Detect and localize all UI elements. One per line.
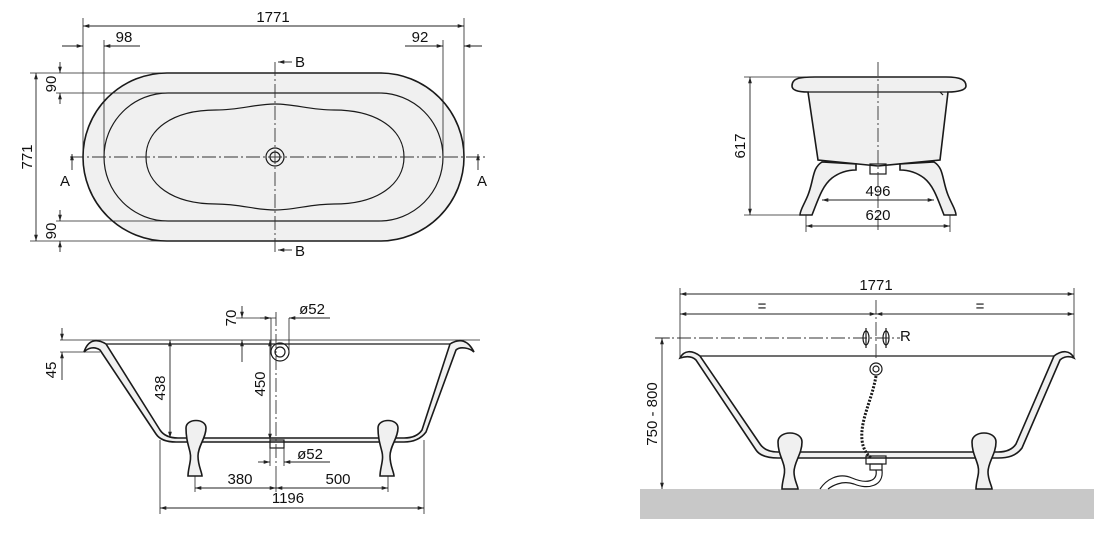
install-left-foot — [777, 432, 803, 490]
side-left-foot — [185, 419, 207, 477]
install-length-label: 1771 — [859, 277, 892, 294]
drain-outer — [265, 147, 285, 167]
install-tub-body — [678, 350, 1076, 459]
top-length-label: 1771 — [256, 9, 289, 26]
end-left-foot — [799, 161, 857, 216]
section-b-bottom: B — [295, 243, 305, 260]
end-height-label: 617 — [732, 133, 749, 158]
side-overflow-inner — [274, 346, 286, 358]
install-hose — [860, 375, 878, 460]
overflow-diameter-label: ø52 — [299, 301, 325, 318]
overflow-offset-label: 70 — [223, 310, 240, 327]
top-view: 1771 98 92 771 90 90 A A B B — [19, 9, 488, 260]
side-tub-body — [83, 339, 475, 443]
end-tub-body — [791, 76, 967, 167]
install-view: R 1771 = = 750 - 800 — [640, 277, 1094, 519]
install-trap — [819, 469, 877, 490]
inner-depth-label: 438 — [152, 375, 169, 400]
side-right-foot — [377, 419, 399, 477]
inner-feet-label: 496 — [865, 183, 890, 200]
right-offset-label: 92 — [412, 29, 429, 46]
section-b-top: B — [295, 54, 305, 71]
side-view: 45 70 ø52 438 450 ø52 380 500 — [43, 301, 480, 514]
height-range-label: 750 - 800 — [644, 382, 661, 445]
equal-left-label: = — [758, 298, 767, 315]
end-view: 617 496 620 — [732, 62, 967, 232]
install-overflow — [869, 362, 883, 376]
tub-bottom — [145, 103, 405, 211]
drain-to-right-foot-label: 500 — [325, 471, 350, 488]
left-foot-to-drain-label: 380 — [227, 471, 252, 488]
drain-diameter-label: ø52 — [297, 446, 323, 463]
feet-span-label: 1196 — [272, 490, 304, 507]
overflow-depth-label: 450 — [252, 371, 269, 396]
rim-thickness-label: 45 — [43, 362, 60, 379]
rim-bottom-label: 90 — [43, 223, 60, 240]
top-width-label: 771 — [19, 144, 36, 169]
connection-label: R — [900, 328, 911, 345]
install-right-foot — [971, 432, 997, 490]
left-offset-label: 98 — [116, 29, 133, 46]
floor — [640, 489, 1094, 519]
end-right-foot — [899, 161, 957, 216]
equal-right-label: = — [976, 298, 985, 315]
side-overflow-outer — [270, 342, 290, 362]
section-a-right: A — [477, 173, 487, 190]
rim-top-label: 90 — [43, 76, 60, 93]
section-a-left: A — [60, 173, 70, 190]
outer-feet-label: 620 — [865, 207, 890, 224]
